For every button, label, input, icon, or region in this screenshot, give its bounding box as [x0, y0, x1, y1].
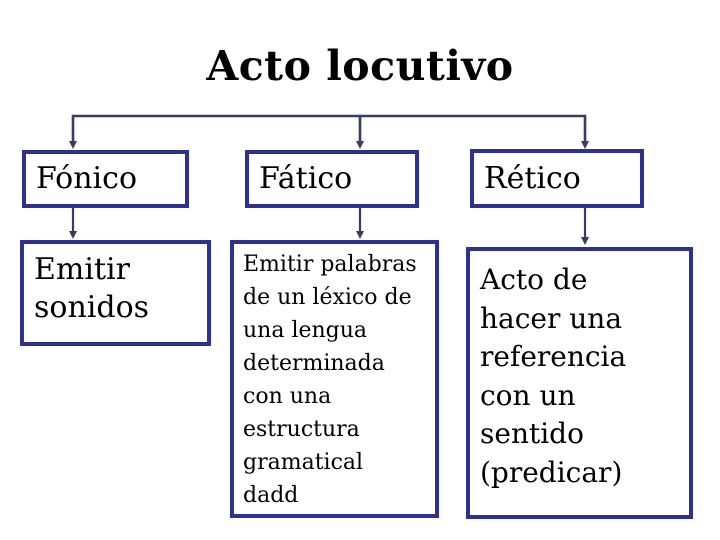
- node-label-fatico-text: Fático: [259, 161, 353, 196]
- arrowhead-down-icon: [581, 141, 589, 149]
- arrowhead-down-icon: [581, 237, 589, 245]
- node-label-retico: Rético: [470, 149, 644, 208]
- diagram-title: Acto locutivo: [206, 42, 514, 90]
- arrowhead-down-icon: [356, 231, 364, 239]
- bracket-line: [71, 114, 587, 146]
- node-desc-retico: Acto de hacer una referencia con un sent…: [466, 247, 693, 519]
- node-desc-fonico: Emitir sonidos: [20, 240, 211, 346]
- arrowhead-down-icon: [69, 141, 77, 149]
- node-label-fonico-text: Fónico: [36, 161, 138, 196]
- node-label-retico-text: Rético: [484, 160, 581, 196]
- node-label-fatico: Fático: [245, 150, 419, 208]
- arrowhead-down-icon: [356, 141, 364, 149]
- node-label-fonico: Fónico: [22, 150, 189, 208]
- node-desc-fatico: Emitir palabras de un léxico de una leng…: [230, 240, 439, 518]
- arrowhead-down-icon: [69, 231, 77, 239]
